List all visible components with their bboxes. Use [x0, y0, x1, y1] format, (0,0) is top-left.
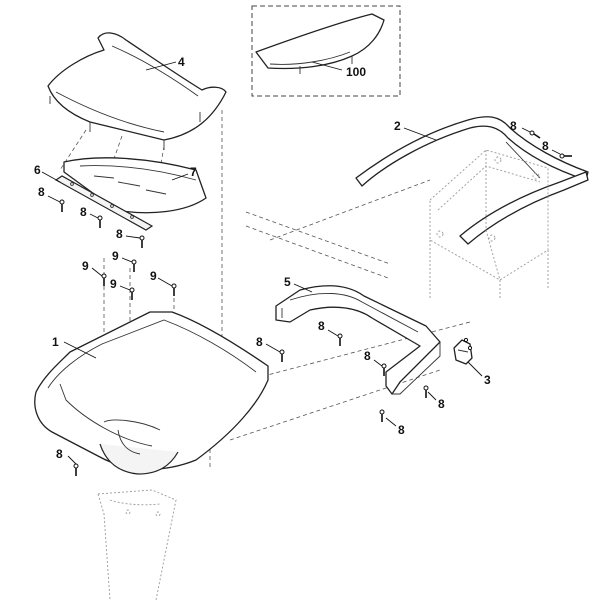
- screw-8-b: [97, 215, 103, 228]
- lid-part-4: [47, 32, 227, 150]
- callout-8-j: 8: [510, 119, 517, 133]
- chassis-frame: [429, 149, 549, 300]
- screw-8-d: [279, 349, 285, 362]
- callout-2: 2: [394, 119, 401, 133]
- screw-9-d: [171, 283, 177, 296]
- hopper-part-1: [34, 311, 269, 475]
- callout-9-b: 9: [112, 249, 119, 263]
- screw-9-c: [129, 287, 135, 300]
- screw-9-a: [101, 273, 107, 286]
- callout-3: 3: [484, 373, 491, 387]
- callout-8-k: 8: [542, 139, 549, 153]
- callout-9-d: 9: [150, 269, 157, 283]
- callout-8-e: 8: [318, 319, 325, 333]
- callouts: 1 2 3 4 5 6 7 100 8 8 8 9 9 9 9 8 8 8 8 …: [34, 55, 549, 461]
- screw-8-g: [423, 385, 429, 398]
- screw-8-h: [379, 409, 385, 422]
- callout-4: 4: [178, 55, 185, 69]
- screw-8-k: [559, 153, 572, 159]
- callout-8-g: 8: [438, 397, 445, 411]
- callout-9-c: 9: [110, 277, 117, 291]
- callout-100: 100: [346, 65, 366, 79]
- callout-8-c: 8: [116, 227, 123, 241]
- screw-8-a: [59, 199, 65, 212]
- strip-part-6: [54, 175, 154, 231]
- bracket-part-5: [275, 285, 441, 395]
- screw-8-j: [529, 130, 541, 139]
- callout-8-f: 8: [364, 349, 371, 363]
- screw-8-c: [139, 235, 145, 248]
- callout-8-h: 8: [398, 423, 405, 437]
- callout-1: 1: [52, 335, 59, 349]
- chute: [97, 489, 177, 600]
- callout-8-a: 8: [38, 185, 45, 199]
- screw-8-i: [73, 463, 79, 476]
- screw-8-f: [381, 363, 387, 376]
- screw-9-b: [131, 259, 137, 272]
- screw-8-e: [337, 333, 343, 346]
- callout-8-d: 8: [256, 335, 263, 349]
- callout-5: 5: [284, 275, 291, 289]
- deflector-part-7: [63, 157, 207, 214]
- handle-part-2: [355, 116, 589, 245]
- callout-8-i: 8: [56, 447, 63, 461]
- callout-6: 6: [34, 163, 41, 177]
- leader-lines: [41, 61, 561, 465]
- callout-9-a: 9: [82, 259, 89, 273]
- bracket-part-3: [453, 337, 473, 365]
- callout-8-b: 8: [80, 205, 87, 219]
- callout-7: 7: [190, 165, 197, 179]
- detail-box-100: [251, 5, 401, 97]
